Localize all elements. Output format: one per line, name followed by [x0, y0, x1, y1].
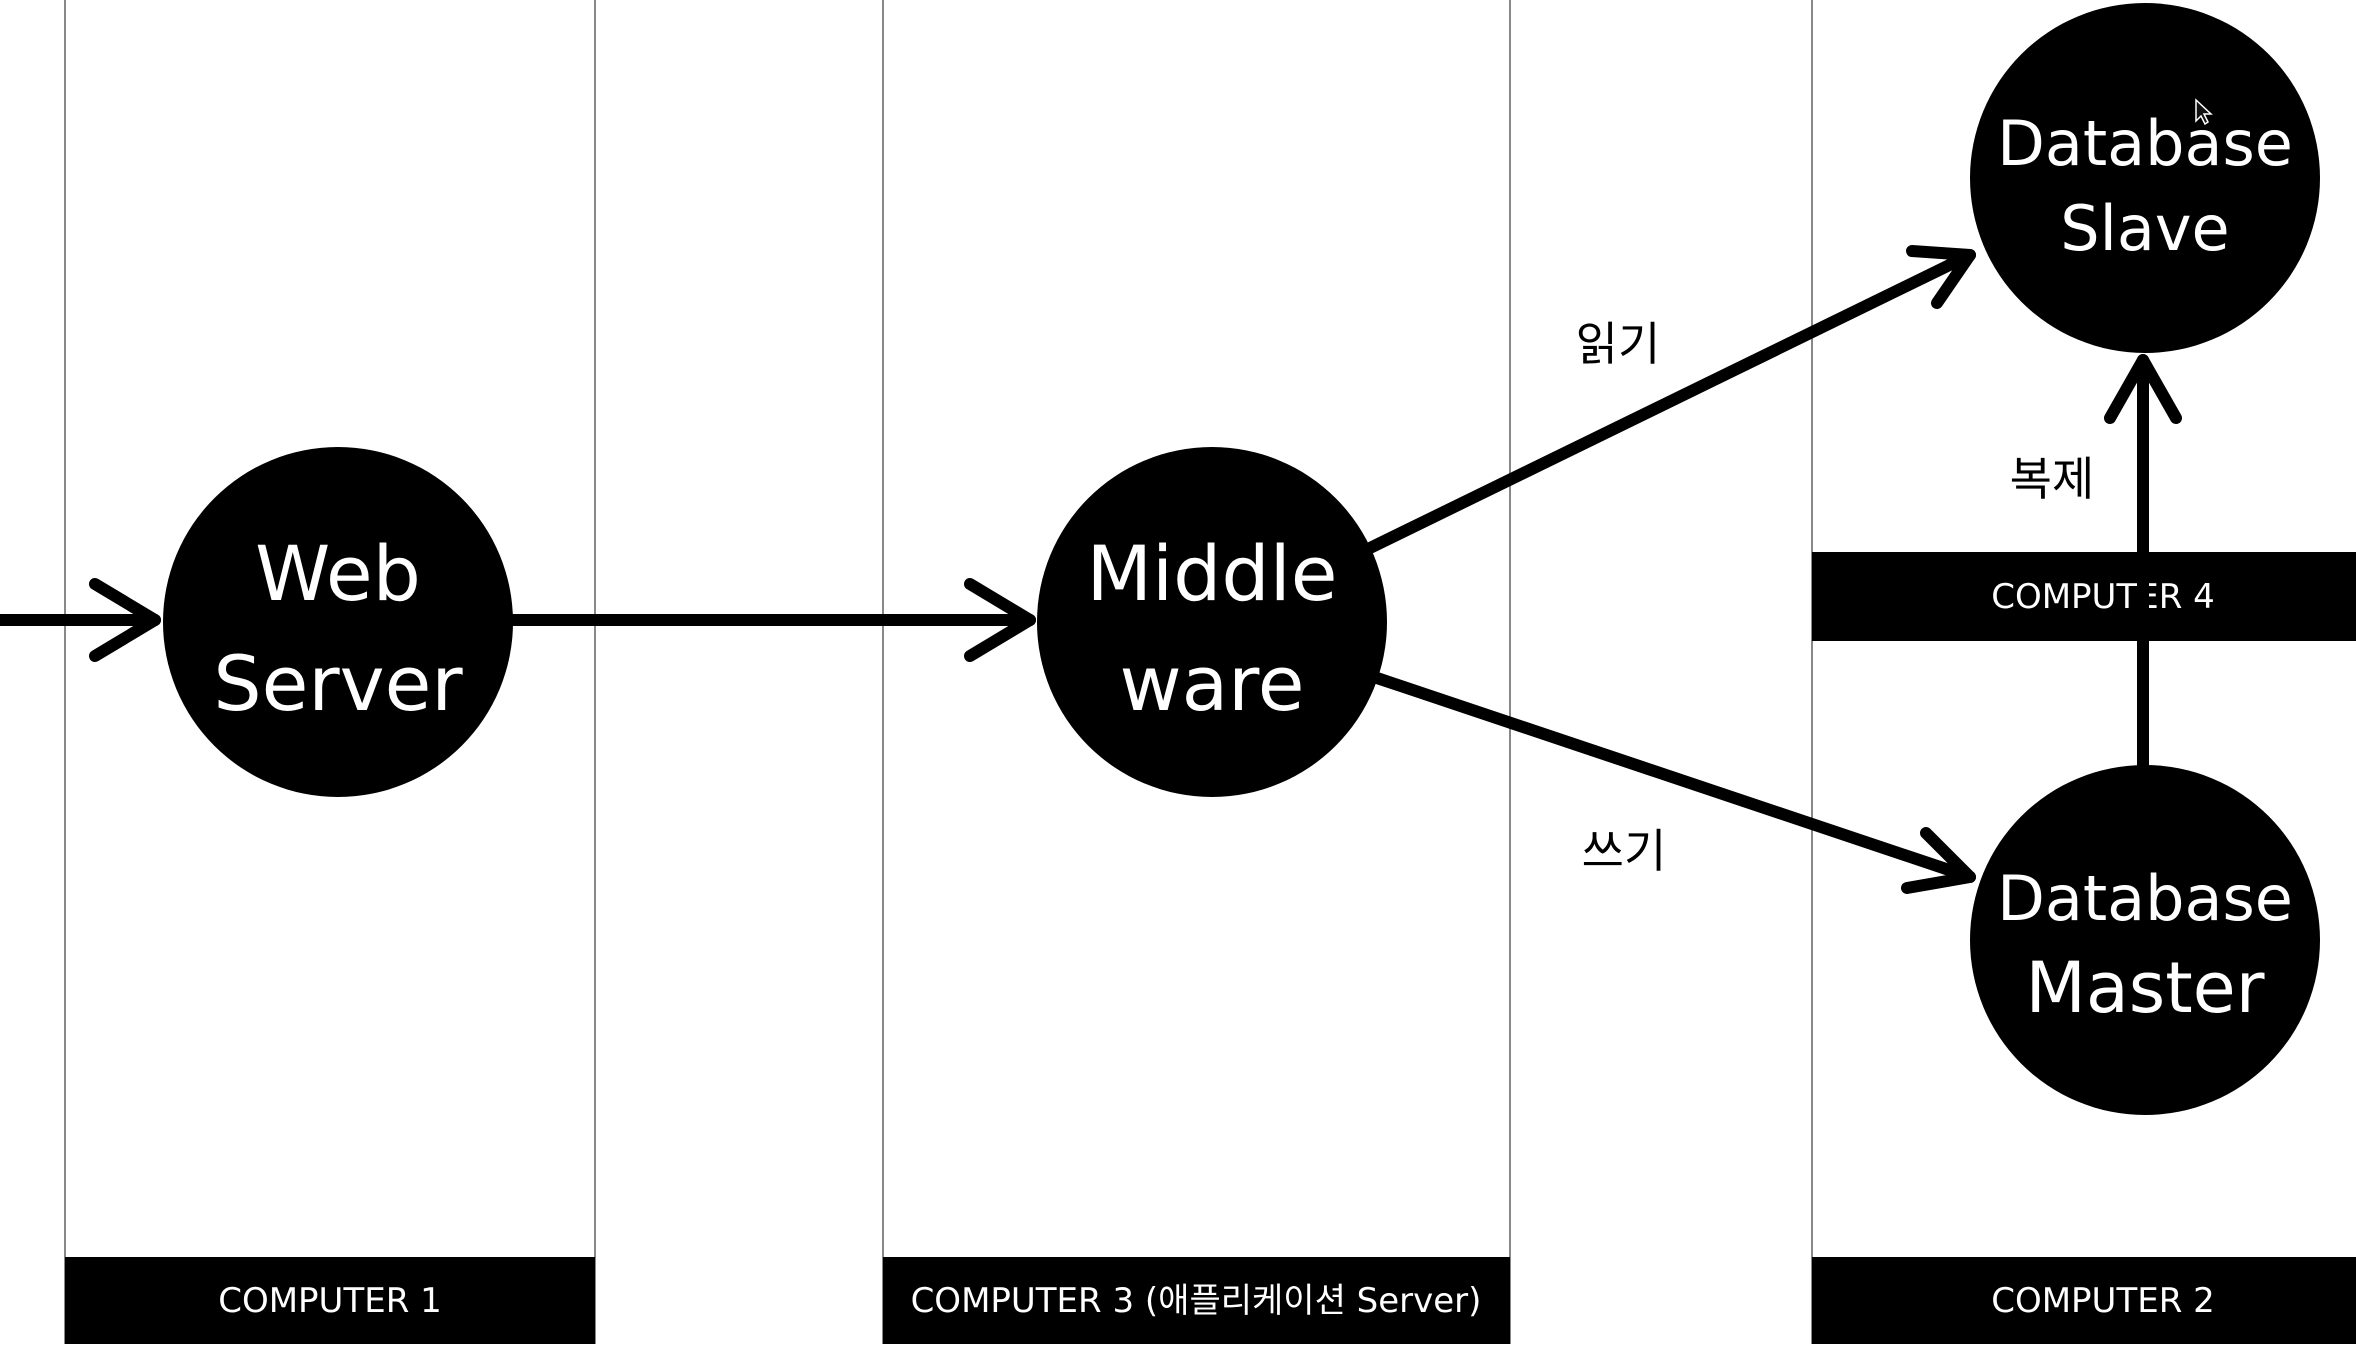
middleware-line1: Middle [1086, 529, 1337, 618]
connections [0, 245, 2182, 894]
web-server-node: Web Server [163, 447, 513, 797]
middleware-line2: ware [1119, 639, 1304, 728]
computer-1-bar [65, 1257, 595, 1344]
read-label: 읽기 [1576, 317, 1661, 371]
replicate-label: 복제 [2010, 452, 2095, 506]
computer-4-label: COMPUTER 4 [1812, 552, 2356, 641]
database-slave-circle [1970, 3, 2320, 353]
computer-2-text: COMPUTER 2 [1991, 1281, 2215, 1321]
computer-3-bar [883, 1257, 1510, 1344]
write-arrow [1371, 672, 1976, 894]
database-master-line2: Master [2025, 947, 2264, 1029]
web-server-line1: Web [255, 529, 421, 618]
middleware-node: Middle ware [1037, 447, 1387, 797]
computer-lanes [64, 0, 1813, 1344]
read-arrow [1364, 245, 1976, 554]
web-server-circle [163, 447, 513, 797]
write-label: 쓰기 [1582, 824, 1667, 878]
computer-4-bar [1812, 552, 2356, 641]
database-slave-line1: Database [1997, 107, 2293, 180]
database-master-node: Database Master [1970, 765, 2320, 1115]
web-to-middleware-arrow [504, 578, 1036, 662]
database-master-line1: Database [1997, 862, 2293, 935]
database-master-circle [1970, 765, 2320, 1115]
computer-1-text: COMPUTER 1 [218, 1281, 442, 1321]
database-slave-line2: Slave [2060, 192, 2229, 265]
computer-2-bar [1812, 1257, 2356, 1344]
computer-1-label: COMPUTER 1 [65, 1257, 595, 1344]
mouse-cursor-icon [2195, 98, 2213, 126]
incoming-arrow [0, 578, 161, 662]
computer-4-text: COMPUTER 4 [1991, 577, 2215, 617]
middleware-circle [1037, 447, 1387, 797]
computer-3-text: COMPUTER 3 (애플리케이션 Server) [911, 1281, 1482, 1321]
replicate-arrow [2104, 354, 2182, 781]
computer-3-label: COMPUTER 3 (애플리케이션 Server) [883, 1257, 1510, 1344]
web-server-line2: Server [213, 639, 463, 728]
database-slave-node: Database Slave [1970, 3, 2320, 353]
computer-2-label: COMPUTER 2 [1812, 1257, 2356, 1344]
